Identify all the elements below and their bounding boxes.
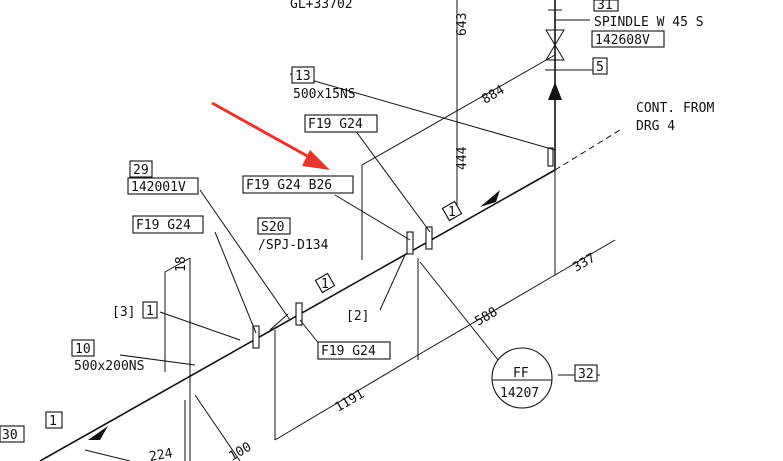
dim-18: 18 [174, 256, 189, 272]
spindle-text: SPINDLE W 45 S [594, 15, 704, 30]
ff-bubble-bottom: 14207 [500, 386, 539, 401]
tag-1-c: 1 [448, 205, 456, 220]
label-f19-g24-b26: F19 G24 B26 [246, 178, 332, 193]
dimension-lines [84, 0, 616, 461]
dim-643: 643 [455, 13, 470, 36]
tag-1-b: 1 [321, 277, 329, 292]
flanges [252, 147, 554, 349]
s20-label: S20 [261, 220, 284, 235]
bracket-3: [3] [112, 305, 135, 320]
tag-1-a: 1 [146, 304, 154, 319]
dim-224: 224 [148, 446, 174, 461]
top-elevation-label: GL+33702 [290, 0, 353, 12]
dim-444: 444 [455, 146, 470, 170]
cont-from-line1: CONT. FROM [636, 101, 714, 116]
cont-from-line2: DRG 4 [636, 119, 675, 134]
tag-10: 10 [75, 342, 91, 357]
tag-5: 5 [596, 60, 604, 75]
dim-1191: 1191 [333, 387, 368, 416]
ff-bubble-top: FF [513, 366, 529, 381]
dim-588: 588 [473, 305, 501, 330]
spindle-valve [545, 9, 595, 71]
size-500x200ns: 500x200NS [74, 359, 144, 374]
bracket-2: [2] [346, 309, 369, 324]
label-f19-g24-left: F19 G24 [136, 218, 191, 233]
code-142001v: 142001V [131, 180, 186, 195]
label-f19-g24-bottom: F19 G24 [321, 344, 376, 359]
spj-label: /SPJ-D134 [258, 238, 329, 253]
spindle-tag: 31 [597, 0, 613, 13]
flow-arrows [88, 82, 562, 440]
label-f19-g24-top: F19 G24 [308, 117, 363, 132]
red-annotation-arrow [211, 101, 330, 170]
tag-30: 30 [2, 428, 18, 443]
dim-884: 884 [480, 83, 508, 108]
tag-1-d: 1 [49, 414, 57, 429]
leader-lines [119, 73, 600, 376]
ff-instrument-bubble [491, 347, 553, 409]
spindle-code: 142608V [595, 33, 650, 48]
tag-32: 32 [578, 367, 594, 382]
tag-29: 29 [133, 163, 149, 178]
tag-13: 13 [295, 69, 311, 84]
dim-337: 337 [571, 251, 599, 276]
size-500x15ns: 500x15NS [293, 87, 356, 102]
dim-100: 100 [227, 440, 255, 461]
